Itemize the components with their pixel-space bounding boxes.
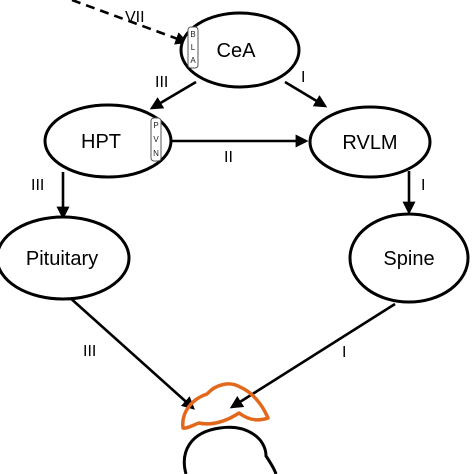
node-cea-shape: [179, 11, 301, 89]
edge-label-vii: VII: [125, 9, 145, 26]
edge-pituitary-to-gland: [67, 295, 195, 410]
node-cea-tag: [187, 26, 199, 69]
node-pituitary: Pituitary: [0, 215, 131, 301]
edge-cea-to-rvlm: [284, 80, 328, 108]
node-hpt-label: HPT: [81, 131, 121, 153]
kidney-outline: [182, 425, 278, 474]
node-hpt: HPT P V N: [43, 103, 173, 179]
edge-label-rvlm-spine: I: [421, 177, 425, 194]
node-cea-label: CeA: [217, 40, 257, 62]
edge-spine-to-gland: [229, 302, 396, 409]
adrenal-kidney-illustration: [181, 382, 278, 474]
node-spine-label: Spine: [383, 248, 434, 270]
node-cea-tag-letter-2: L: [191, 43, 196, 52]
node-pituitary-shape: [0, 215, 131, 301]
node-rvlm-shape: [308, 105, 432, 179]
edge-label-cea-hpt: III: [155, 74, 168, 91]
edges: VII III I II III I III I: [31, 0, 425, 410]
edge-label-pituitary-gland: III: [83, 343, 96, 360]
node-pituitary-label: Pituitary: [26, 248, 98, 270]
node-spine-shape: [348, 212, 470, 304]
edge-incoming-to-cea: [71, 0, 189, 45]
edge-label-spine-gland: I: [342, 344, 346, 361]
node-cea-tag-letter-1: B: [190, 30, 195, 39]
node-rvlm-label: RVLM: [342, 132, 397, 154]
node-hpt-tag-letter-3: N: [153, 149, 159, 158]
node-hpt-tag: [150, 117, 162, 162]
node-cea-tag-letter-3: A: [190, 56, 196, 65]
edge-cea-to-hpt: [149, 80, 197, 110]
node-hpt-shape: [43, 103, 173, 179]
edge-label-cea-rvlm: I: [301, 69, 305, 86]
adrenal-gland-outline: [181, 382, 270, 430]
edge-label-hpt-rvlm: II: [224, 149, 233, 166]
node-hpt-tag-letter-2: V: [153, 135, 159, 144]
edge-label-hpt-pituitary: III: [31, 177, 44, 194]
node-hpt-tag-letter-1: P: [153, 121, 158, 130]
node-cea: CeA B L A: [179, 11, 301, 89]
node-rvlm: RVLM: [308, 105, 432, 179]
node-spine: Spine: [348, 212, 470, 304]
